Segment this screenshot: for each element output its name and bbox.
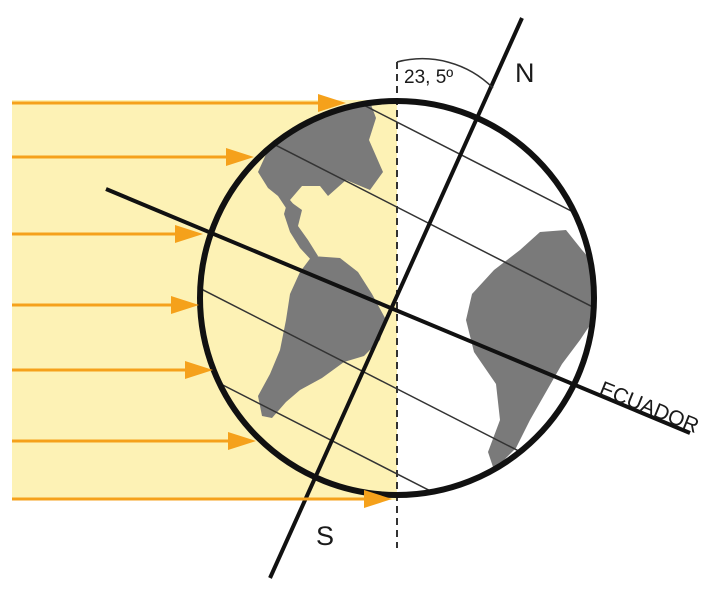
north-america-shape <box>258 102 383 212</box>
equator-label: ECUADOR <box>596 377 702 438</box>
sun-ray-arrowhead-4 <box>171 296 199 314</box>
sun-ray-arrowhead-1 <box>318 94 346 112</box>
equator-line <box>105 187 691 435</box>
arctic-circle-line <box>290 101 594 317</box>
south-pole-label: S <box>316 521 334 551</box>
rotation-axis <box>268 17 524 579</box>
continents <box>258 102 594 470</box>
sun-ray-arrowhead-3 <box>175 225 203 243</box>
sun-rays <box>12 94 392 508</box>
axial-tilt-label: 23, 5º <box>404 67 453 88</box>
earth-globe-outline <box>197 98 597 498</box>
central-america-shape <box>284 200 318 262</box>
antarctic-circle-line <box>200 279 504 495</box>
north-pole-label: N <box>515 58 535 88</box>
sun-ray-arrowhead-7 <box>364 490 392 508</box>
sun-ray-arrowhead-2 <box>226 148 254 166</box>
south-america-shape <box>258 256 385 418</box>
tilt-angle-arc <box>396 58 494 89</box>
sun-ray-arrowhead-5 <box>185 361 213 379</box>
sun-ray-arrowhead-6 <box>228 432 256 450</box>
africa-shape <box>466 230 594 470</box>
